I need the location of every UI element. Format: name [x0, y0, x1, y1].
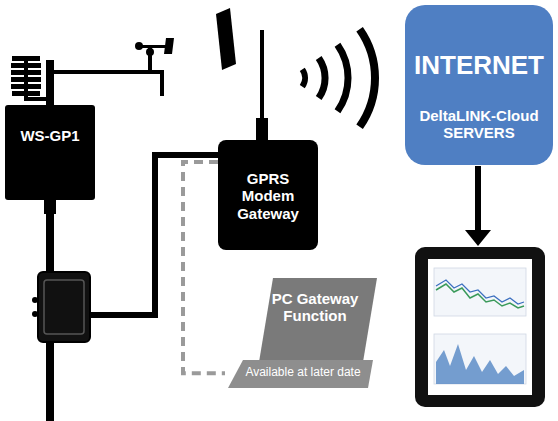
chart-panel — [434, 334, 526, 384]
node-title: PC Gateway Function — [263, 290, 367, 325]
radio-wave — [360, 29, 375, 127]
solar-panel — [216, 8, 236, 70]
modem-box: GPRS Modem Gateway — [218, 140, 318, 250]
node-title: WS-GP1 — [5, 127, 95, 144]
node-subtitle: DeltaLINK-Cloud SERVERS — [411, 107, 547, 142]
sensor-arm — [160, 70, 164, 96]
anemometer-cup — [146, 48, 154, 56]
logger-box-lid — [44, 280, 84, 334]
node-subtitle: Available at later date — [237, 366, 369, 380]
radio-wave — [338, 45, 349, 112]
radio-wave — [319, 58, 325, 98]
node-title: GPRS Modem Gateway — [228, 170, 308, 222]
cloud-box: INTERNET DeltaLINK-Cloud SERVERS — [405, 5, 553, 165]
download-arrow-head — [465, 230, 491, 246]
laptop-node: PC Gateway FunctionAvailable at later da… — [225, 278, 380, 390]
download-arrow — [475, 166, 481, 232]
chart-line — [436, 280, 524, 304]
data-cable — [90, 155, 220, 315]
node-title: INTERNET — [409, 51, 549, 81]
logger-port — [32, 297, 38, 303]
chart-line — [436, 284, 524, 308]
tablet-screen — [428, 259, 532, 395]
shield-arm — [24, 97, 48, 101]
tablet-body — [415, 247, 545, 407]
anemometer-cup — [135, 42, 143, 50]
wind-vane — [164, 38, 174, 54]
logger-port — [32, 311, 38, 317]
laptop-screen — [259, 278, 377, 362]
logger-box — [38, 272, 90, 342]
chart-panel — [434, 268, 526, 316]
cable-gland — [44, 200, 56, 214]
antenna-base — [256, 118, 268, 142]
radio-wave — [302, 69, 305, 86]
sensor-arm — [50, 70, 164, 74]
laptop-base — [228, 360, 373, 388]
chart-area — [436, 344, 524, 384]
antenna — [260, 30, 264, 125]
station-box: WS-GP1 — [5, 105, 95, 200]
radiation-shield — [24, 56, 28, 100]
